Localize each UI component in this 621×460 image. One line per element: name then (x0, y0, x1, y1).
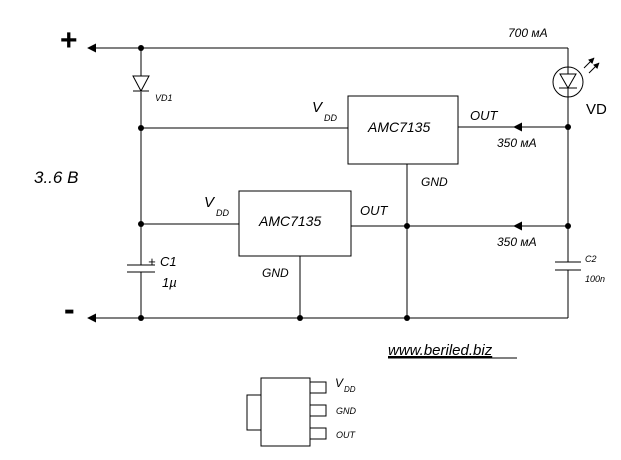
diode-vd1 (132, 75, 150, 93)
c2-value-label: 100n (585, 274, 605, 284)
vdd-upper-label: V (312, 99, 324, 116)
package-diagram (246, 377, 327, 447)
package-pin-out (309, 427, 327, 440)
ic-lower-label: AMC7135 (258, 213, 321, 229)
package-tab (246, 394, 262, 431)
website-text[interactable]: www.beriled.biz (388, 342, 493, 359)
junction-dots (138, 45, 571, 321)
c2-label: C2 (585, 254, 597, 264)
package-body (260, 377, 311, 447)
c1-plus-label: + (148, 254, 156, 269)
package-out-label: OUT (336, 430, 357, 440)
c1-label: C1 (160, 254, 177, 269)
vd-label: VD (586, 101, 607, 118)
gnd-upper-label: GND (421, 175, 448, 189)
vdd-lower-sub: DD (216, 208, 229, 218)
minus-terminal-label: - (64, 291, 75, 327)
package-pin-vdd (309, 381, 327, 394)
capacitor-c2 (555, 261, 581, 276)
current-out1-label: 350 мА (497, 136, 537, 150)
c1-value-label: 1µ (162, 275, 177, 290)
current-total-label: 700 мА (508, 26, 548, 40)
capacitor-c1 (127, 258, 155, 278)
gnd-lower-label: GND (262, 266, 289, 280)
package-vdd-label: V (335, 376, 344, 390)
ic-upper-body (347, 95, 459, 165)
supply-voltage-label: 3..6 В (34, 168, 78, 187)
vd1-label: VD1 (155, 93, 173, 103)
out-lower-label: OUT (360, 203, 389, 218)
package-pin-gnd (309, 404, 327, 417)
led-vd (552, 57, 600, 98)
package-vdd-sub: DD (344, 385, 356, 394)
package-gnd-label: GND (336, 406, 357, 416)
plus-terminal-label: + (60, 24, 78, 57)
out-upper-label: OUT (470, 108, 499, 123)
current-out2-label: 350 мА (497, 235, 537, 249)
vdd-lower-label: V (204, 194, 216, 211)
vdd-upper-sub: DD (324, 113, 337, 123)
website-link[interactable]: www.beriled.biz (388, 342, 517, 359)
ic-upper-label: AMC7135 (367, 119, 430, 135)
ic-lower-body (238, 190, 352, 257)
